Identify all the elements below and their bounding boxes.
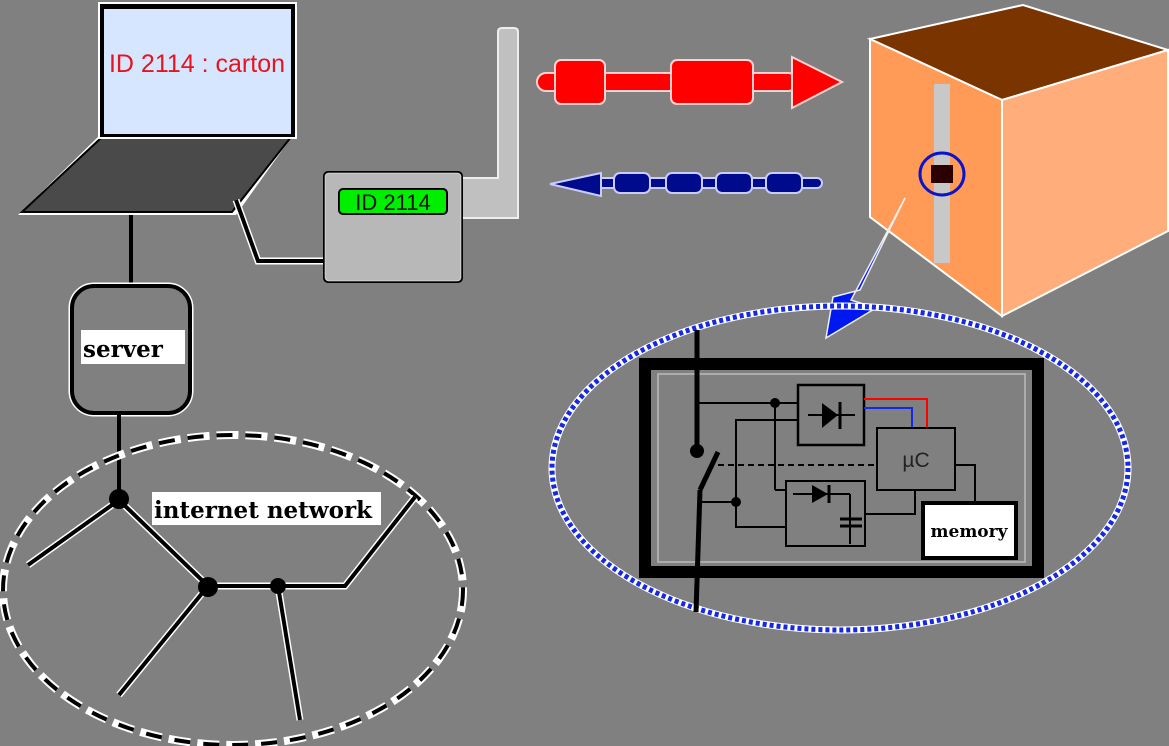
diode-icon [822, 403, 838, 428]
reader-display [338, 188, 448, 215]
rfid-reader: ID 2114 [323, 27, 519, 283]
laptop-screen-text: ID 2114 : carton [109, 50, 285, 78]
switch-lever [697, 450, 721, 492]
circuit-junction [770, 398, 780, 408]
outgoing-signal-arrow [536, 55, 845, 110]
microcontroller-block [876, 427, 956, 491]
rfid-tag-highlight [918, 151, 966, 197]
rfid-tag-chip [931, 165, 953, 183]
microcontroller-label: µC [902, 449, 929, 472]
carton-box [866, 3, 1169, 318]
reader-cable [234, 199, 325, 263]
network-label: internet network [154, 497, 373, 524]
carton-side [1001, 48, 1169, 318]
reader-cable-outline [232, 198, 325, 265]
network-boundary [1, 433, 465, 746]
server-label: server [83, 336, 164, 363]
zoom-pointer-arrow [824, 197, 906, 340]
memory-block [921, 501, 1018, 560]
memory-label: memory [931, 522, 1009, 542]
switch-contact [690, 444, 704, 458]
laptop: ID 2114 : carton [18, 2, 297, 215]
reader-antenna [459, 27, 519, 219]
reader-display-text: ID 2114 [355, 190, 430, 215]
network-label-bg [152, 492, 381, 525]
network-node [109, 489, 129, 509]
diode-icon [812, 485, 828, 503]
storage-block [785, 480, 866, 547]
circuit-wiring [697, 402, 976, 528]
tag-circuit-detail: µC memory [548, 302, 1132, 634]
network-node [198, 577, 218, 597]
circuit-junction [731, 497, 741, 507]
server-label-bg [81, 330, 185, 364]
internet-network: internet network [0, 431, 467, 746]
server: server [68, 282, 194, 417]
tag-detail-outline [549, 303, 1131, 633]
antenna-coil [639, 358, 1044, 578]
data-line [864, 407, 913, 428]
incoming-signal-arrow [549, 171, 823, 198]
laptop-screen [104, 9, 291, 134]
network-node [270, 578, 286, 594]
laptop-keyboard [19, 136, 294, 213]
power-line [864, 398, 928, 428]
network-links [26, 495, 417, 721]
